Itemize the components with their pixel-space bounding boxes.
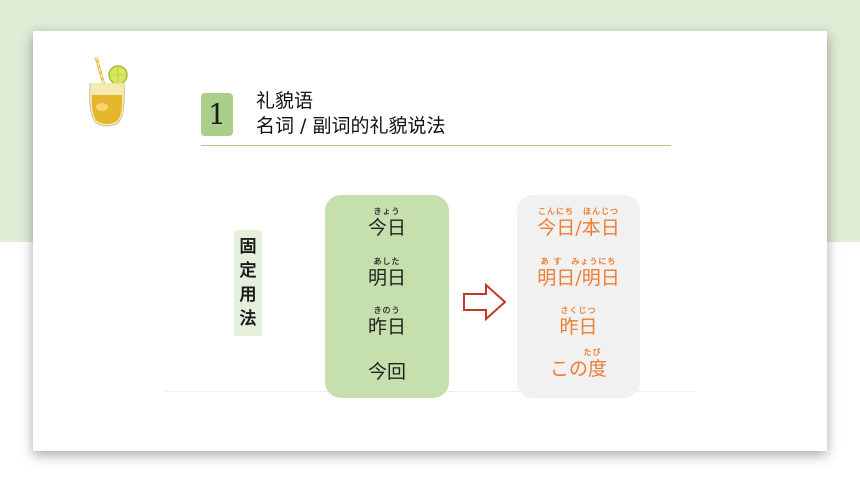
ruby-reading: こんにち ほんじつ <box>538 207 619 216</box>
ruby-reading: きょう <box>373 207 401 216</box>
title-divider <box>201 145 671 146</box>
polite-word-item: たび この度 <box>517 348 640 380</box>
fixed-usage-label: 固 定 用 法 <box>234 230 262 336</box>
ruby-reading: きのう <box>373 306 401 315</box>
label-char: 固 <box>239 237 257 257</box>
label-char: 法 <box>239 309 257 329</box>
word-text: この度 <box>549 358 607 380</box>
plain-word-item: きょう 今日 <box>325 207 449 239</box>
plain-words-card: きょう 今日 あした 明日 きのう 昨日 今回 <box>325 195 449 398</box>
word-text: 今回 <box>367 361 406 383</box>
word-text: 昨日 <box>559 316 598 338</box>
label-char: 定 <box>239 261 257 281</box>
polite-words-card: こんにち ほんじつ 今日/本日 あ す みょうにち 明日/明日 さくじつ 昨日 … <box>517 195 640 398</box>
plain-word-item: あした 明日 <box>325 257 449 289</box>
word-text: 今日/本日 <box>537 217 620 239</box>
label-char: 用 <box>239 285 257 305</box>
word-text: 明日/明日 <box>537 267 620 289</box>
ruby-reading: たび <box>583 348 602 357</box>
section-title: 礼貌语 <box>256 90 314 112</box>
plain-word-item: きのう 昨日 <box>325 306 449 338</box>
section-subtitle: 名词 / 副词的礼貌说法 <box>256 115 446 137</box>
word-text: 明日 <box>367 267 406 289</box>
polite-word-item: あ す みょうにち 明日/明日 <box>517 257 640 289</box>
polite-word-item: さくじつ 昨日 <box>517 306 640 338</box>
section-number-badge: 1 <box>201 93 233 136</box>
right-arrow-icon <box>463 282 507 322</box>
ruby-reading: あした <box>373 257 401 266</box>
ruby-reading: あ す みょうにち <box>540 257 617 266</box>
ruby-reading: さくじつ <box>560 306 597 315</box>
word-text: 昨日 <box>367 316 406 338</box>
plain-word-item: 今回 <box>325 361 449 383</box>
polite-word-item: こんにち ほんじつ 今日/本日 <box>517 207 640 239</box>
lemon-drink-icon <box>89 56 128 127</box>
word-text: 今日 <box>367 217 406 239</box>
